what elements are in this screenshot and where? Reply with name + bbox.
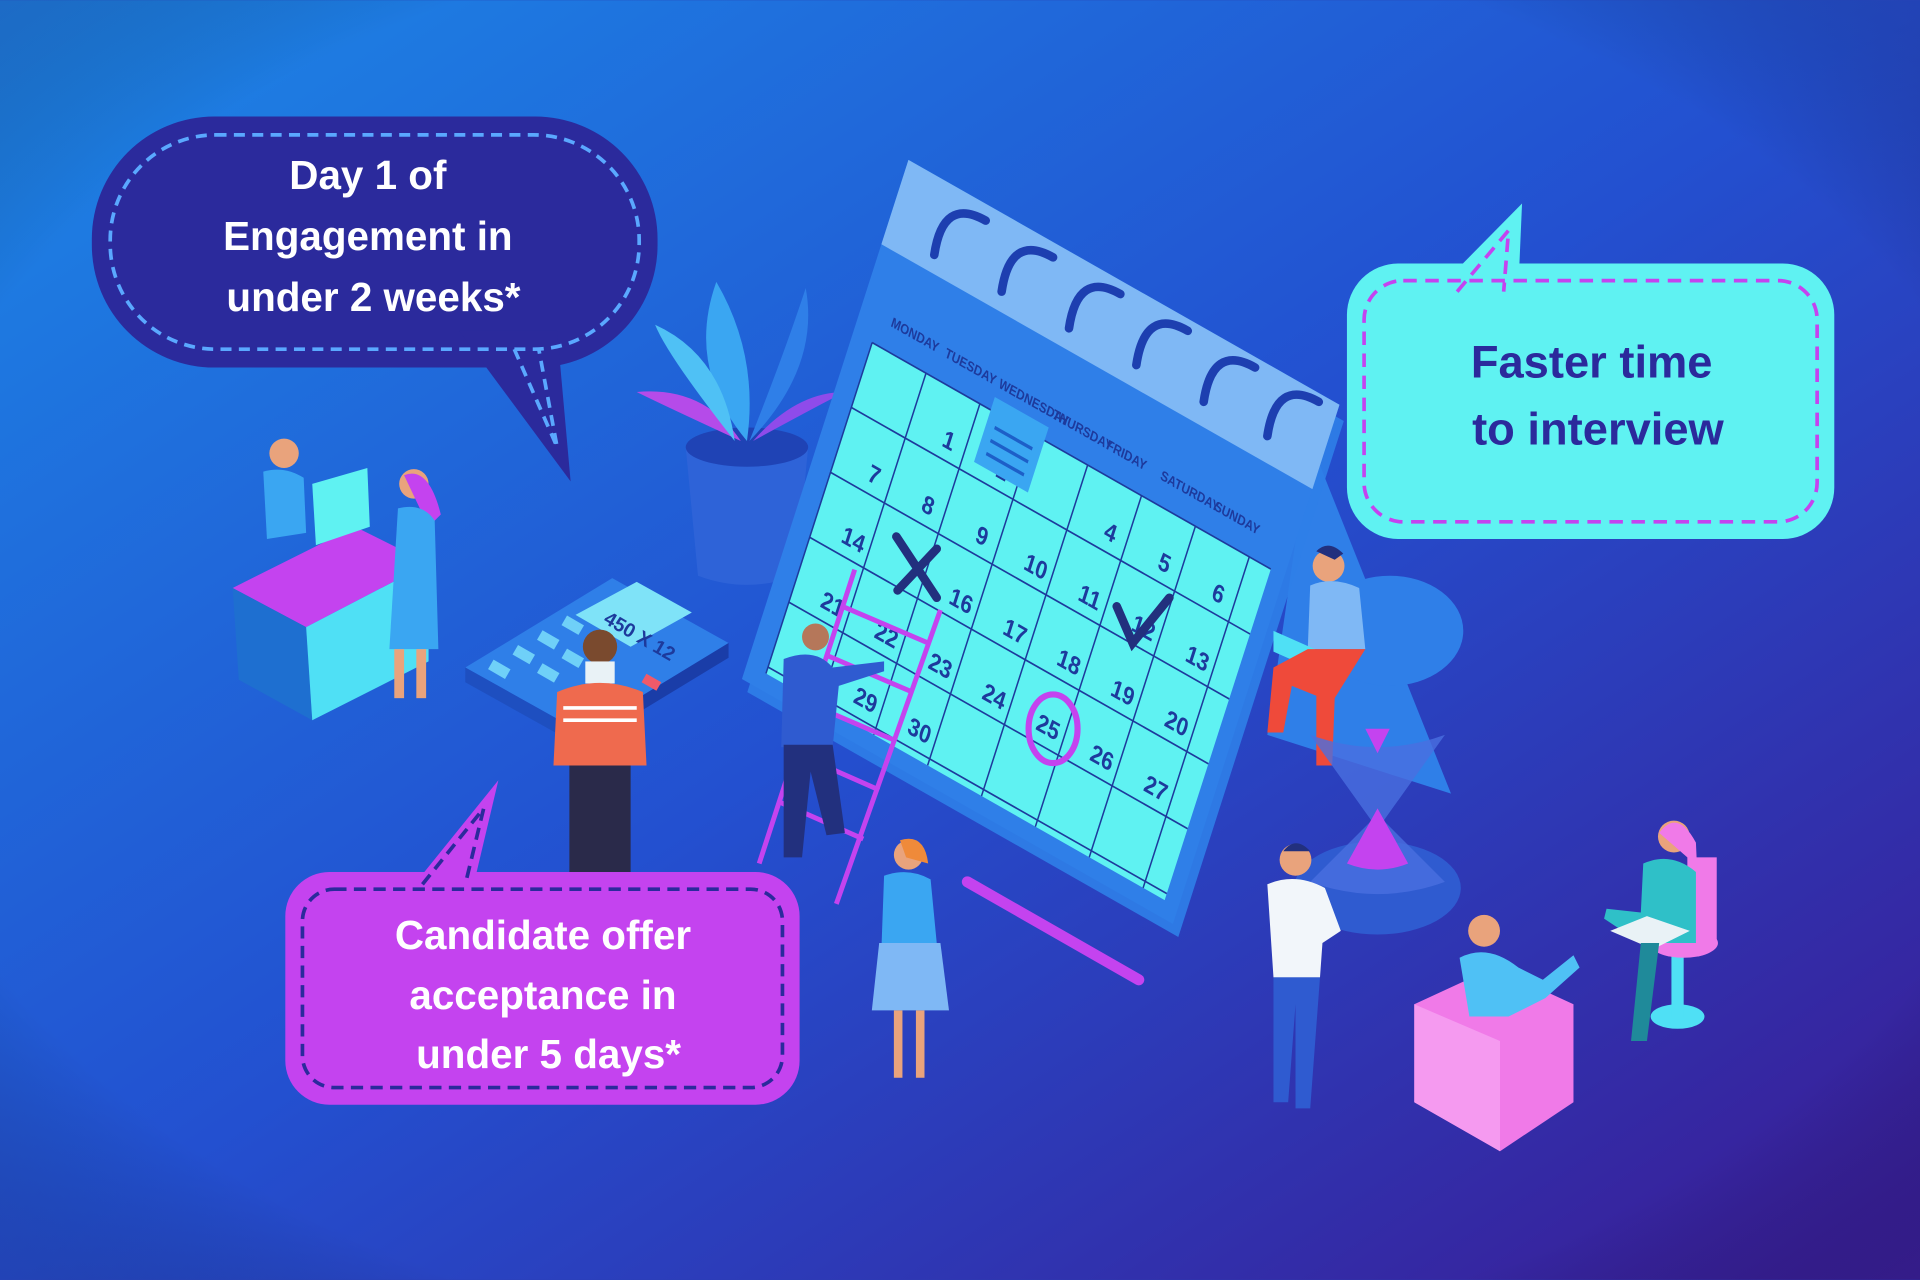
calendar-grid-line [1142,556,1250,889]
person-on-ladder [781,623,885,858]
engagement-line-1: Day 1 of [289,152,447,198]
engagement-line-2: Engagement in [223,213,513,259]
calendar-grid-line [873,403,981,736]
offer-line-1: Candidate offer [395,912,692,958]
calendar-grid-line [830,471,1230,700]
speech-bubble-interview: Faster time to interview [1346,203,1835,539]
calendar-grid-line [819,372,927,705]
calendar-grid-line [926,434,1035,766]
check-mark [1112,593,1174,652]
calendar-grid-line [788,601,1188,830]
potted-plant [636,281,845,585]
hourglass [1294,728,1461,935]
calendar-grid-line [1034,495,1143,827]
person-seated-with-laptop [1604,820,1718,1042]
calendar-grid-line [980,464,1089,797]
circle-mark [1025,691,1081,767]
offer-line-3: under 5 days* [416,1031,681,1077]
person-standing-orange [553,629,647,888]
person-standing-white-shirt [1267,843,1341,1109]
calendar-grid-line [1088,525,1197,858]
engagement-line-3: under 2 weeks* [226,274,520,320]
offer-line-2: acceptance in [409,972,676,1018]
pink-armchair [1414,914,1580,1152]
calendar-grid-line [765,342,873,674]
calendar-grid-line [871,341,1272,570]
svg-text:Candidate offer acceptan: Candidate offer acceptance in under 5 da… [395,912,702,1077]
reception-desk [232,438,441,721]
interview-line-1: Faster time [1471,336,1713,387]
calendar-grid-line [851,406,1251,635]
calendar: MONDAYTUESDAYWEDNESDAYTHURSDAYFRIDAYSATU… [741,159,1344,937]
pencil [961,876,1145,986]
speech-bubble-engagement: Day 1 of Engagement in under 2 weeks* [91,116,658,482]
cross-mark [892,532,942,603]
person-with-laptop [1267,545,1464,766]
person-with-tablet [871,838,949,1078]
interview-line-2: to interview [1472,404,1724,455]
sticky-note [974,396,1049,493]
calendar-rings [930,209,1324,441]
calendar-grid-line [809,536,1209,765]
svg-text:Day 1 of Engagement in: Day 1 of Engagement in under 2 weeks* [223,152,524,320]
svg-text:Faster time to interview: Faster time to interview [1471,336,1725,454]
speech-bubble-offer: Candidate offer acceptance in under 5 da… [285,780,800,1105]
